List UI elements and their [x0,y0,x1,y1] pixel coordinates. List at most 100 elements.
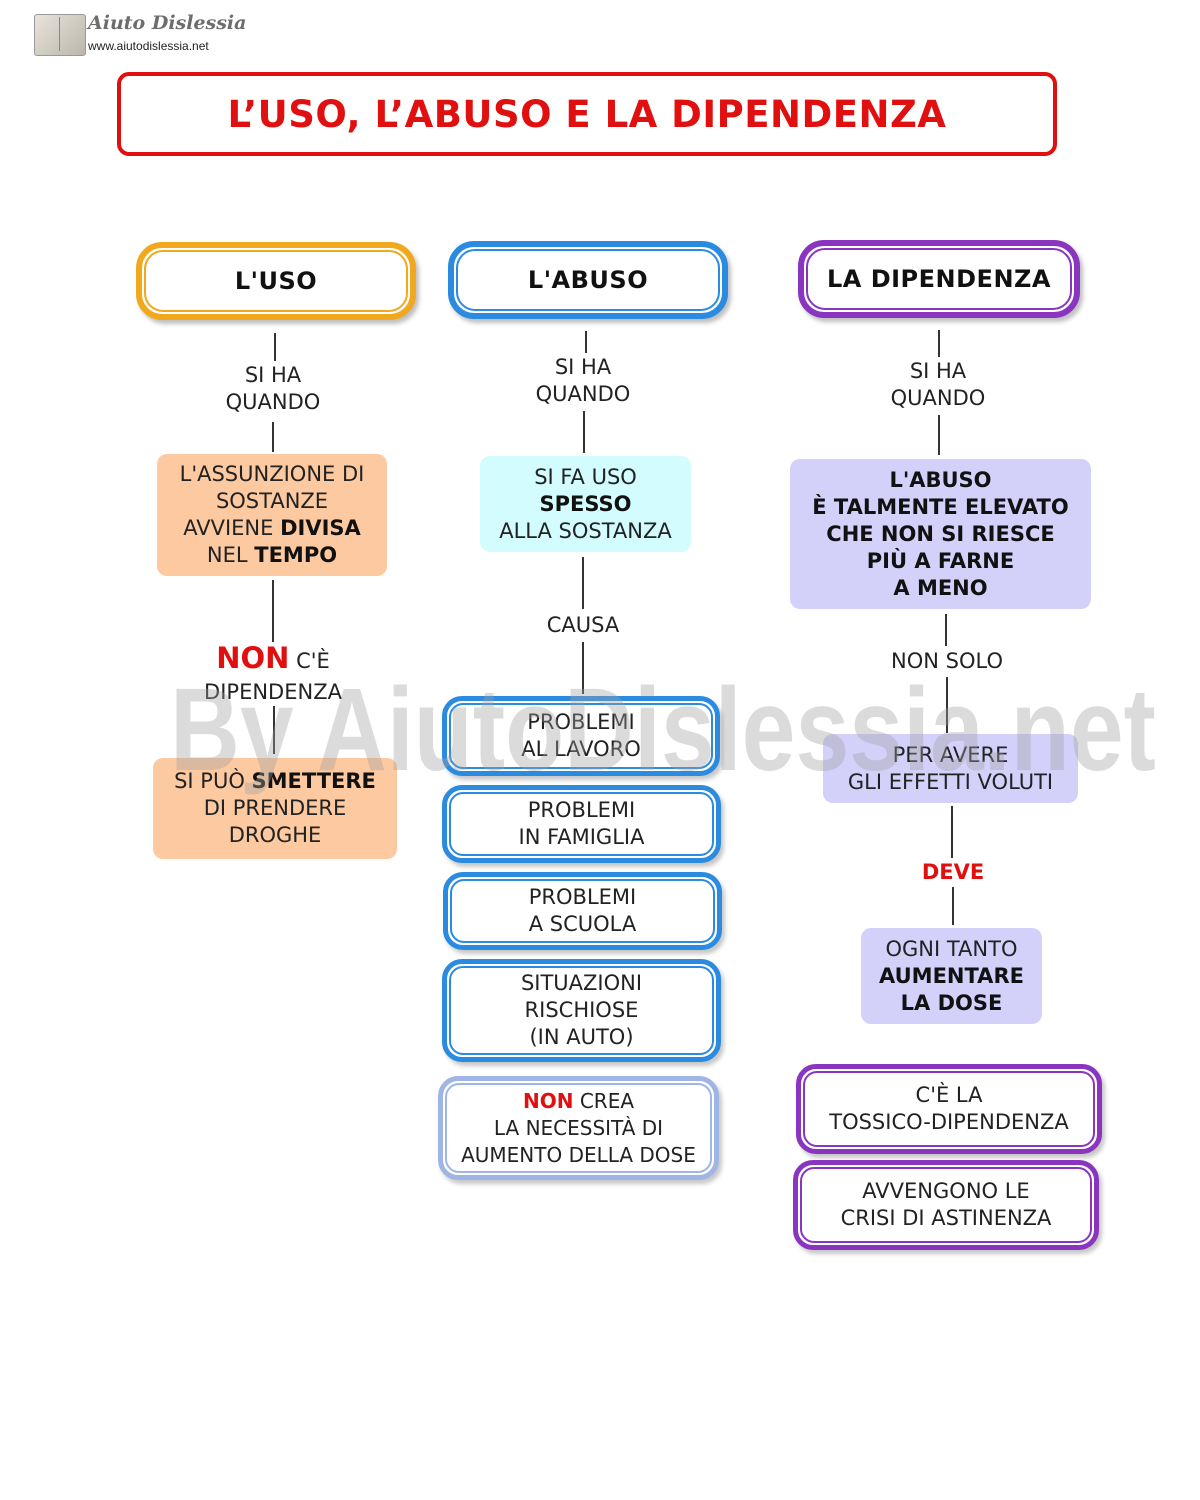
label-line: QUANDO [535,382,631,406]
box-line: CRISI DI ASTINENZA [840,1206,1052,1230]
label-line: SI HA [554,355,612,379]
dipendenza-link-label-3: DEVE [903,859,1003,886]
connector [952,887,954,925]
box-line-bold: LA DOSE [900,990,1003,1015]
uso-link-label-1: SI HA QUANDO [192,362,354,416]
box-line: SI PUÒ SMETTERE [174,768,376,795]
text-bold: DIVISA [280,516,361,540]
connector [946,677,948,733]
box-line-bold: L'ABUSO [889,467,992,492]
box-line-bold: AUMENTARE [879,963,1024,988]
box-line-bold: SPESSO [539,491,632,516]
box-line: PROBLEMI [527,798,636,822]
dipendenza-link-label-1: SI HA QUANDO [856,358,1020,412]
connector [938,330,940,357]
uso-box-1: L'ASSUNZIONE DI SOSTANZE AVVIENE DIVISA … [157,454,387,576]
emphasis-text: NON [522,1088,574,1113]
dipendenza-box-1: L'ABUSO È TALMENTE ELEVATO CHE NON SI RI… [790,459,1091,609]
connector [272,422,274,452]
connector [945,614,947,646]
connector [951,806,953,858]
abuso-box-1: SI FA USO SPESSO ALLA SOSTANZA [480,456,691,552]
box-line: L'ASSUNZIONE DI [179,462,365,486]
text-bold: SMETTERE [251,769,376,793]
abuso-link-label-2: CAUSA [522,612,644,639]
box-line-bold: CHE NON SI RIESCE [826,521,1055,546]
uso-box-2: SI PUÒ SMETTERE DI PRENDERE DROGHE [153,758,397,859]
text-part: C'È [289,649,330,673]
box-line: DI PRENDERE [203,796,347,820]
connector [274,333,276,361]
text-part: SI PUÒ [174,769,252,793]
box-line: C'È LA [915,1083,983,1107]
box-line: RISCHIOSE [524,998,639,1022]
emphasis-text: NON [216,641,290,675]
site-logo: Aiuto Dislessia www.aiutodislessia.net [34,12,246,56]
box-line: (IN AUTO) [529,1025,634,1049]
title-box: L’USO, L’ABUSO E LA DIPENDENZA [117,72,1057,156]
page-title: L’USO, L’ABUSO E LA DIPENDENZA [227,92,947,136]
box-line: TOSSICO-DIPENDENZA [829,1110,1069,1134]
label-line: DIPENDENZA [204,680,342,704]
dipendenza-box-3: OGNI TANTO AUMENTARE LA DOSE [861,928,1042,1024]
box-line: AUMENTO DELLA DOSE [461,1142,696,1167]
label-line: NON C'È [182,643,364,677]
abuso-header: L'ABUSO [448,241,728,319]
text-part: CREA [573,1088,635,1113]
connector [582,642,584,694]
abuso-link-label-1: SI HA QUANDO [502,354,664,408]
box-line: ALLA SOSTANZA [499,518,672,543]
dipendenza-result-2: AVVENGONO LE CRISI DI ASTINENZA [793,1160,1099,1250]
box-line: AL LAVORO [521,737,641,761]
label-line: SI HA [244,363,302,387]
box-line: SITUAZIONI [520,971,643,995]
abuso-note: NON CREA LA NECESSITÀ DI AUMENTO DELLA D… [438,1076,719,1180]
text-bold: TEMPO [254,543,338,567]
logo-url: www.aiutodislessia.net [88,39,209,53]
text-part: AVVIENE [183,516,281,540]
box-line: NON CREA [523,1088,634,1115]
label-line: SI HA [909,359,967,383]
abuso-header-label: L'ABUSO [527,266,649,294]
box-line: AVVENGONO LE [862,1179,1030,1203]
abuso-effect-work: PROBLEMI AL LAVORO [442,696,720,776]
dipendenza-header: LA DIPENDENZA [798,240,1080,318]
dipendenza-result-1: C'È LA TOSSICO-DIPENDENZA [796,1064,1102,1154]
box-line: PROBLEMI [528,885,637,909]
box-line: SOSTANZE [215,489,329,513]
box-line: A SCUOLA [528,912,637,936]
abuso-effect-family: PROBLEMI IN FAMIGLIA [442,785,721,863]
box-line-bold: A MENO [893,575,988,600]
box-line: PER AVERE [892,742,1009,767]
box-line-bold: È TALMENTE ELEVATO [812,494,1069,519]
box-line: AVVIENE DIVISA [183,515,361,542]
box-line: PROBLEMI [527,710,635,734]
box-line: GLI EFFETTI VOLUTI [847,769,1054,794]
dipendenza-box-2: PER AVERE GLI EFFETTI VOLUTI [823,734,1078,803]
connector [582,557,584,609]
box-line-bold: PIÙ A FARNE [866,548,1015,573]
uso-header-label: L'USO [234,267,318,295]
box-line: OGNI TANTO [885,936,1018,961]
connector [583,411,585,453]
connector [272,580,274,642]
uso-header: L'USO [136,242,416,320]
box-line: LA NECESSITÀ DI [493,1115,664,1140]
abuso-effect-school: PROBLEMI A SCUOLA [443,872,722,950]
label-line: QUANDO [225,390,321,414]
box-line: DROGHE [228,823,322,847]
book-icon [34,14,86,56]
label-line: QUANDO [890,386,986,410]
logo-brand: Aiuto Dislessia [88,12,247,34]
dipendenza-header-label: LA DIPENDENZA [826,265,1052,293]
connector [585,331,587,353]
text-part: NEL [206,543,255,567]
box-line: NEL TEMPO [207,542,337,569]
dipendenza-link-label-2: NON SOLO [868,648,1026,675]
uso-link-label-2: NON C'È DIPENDENZA [182,643,364,708]
box-line: SI FA USO [534,464,637,489]
box-line: IN FAMIGLIA [518,825,645,849]
connector [273,706,275,754]
connector [938,415,940,455]
abuso-effect-risk: SITUAZIONI RISCHIOSE (IN AUTO) [442,959,721,1062]
